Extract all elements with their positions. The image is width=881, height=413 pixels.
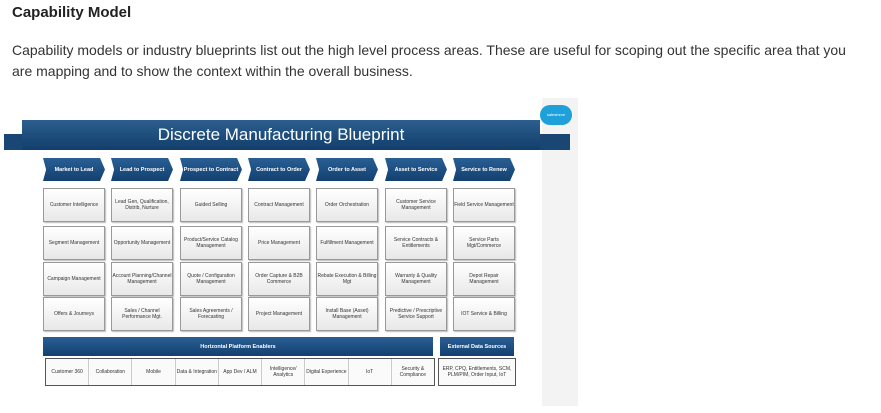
capability-box: Opportunity Management <box>111 226 173 260</box>
capability-box: Sales / Channel Performance Mgt. <box>111 297 173 331</box>
capability-box: Guided Selling <box>180 188 242 222</box>
section-heading: Capability Model <box>12 4 132 21</box>
capability-box: Campaign Management <box>43 262 105 296</box>
capability-box: Field Service Management <box>453 188 515 222</box>
platform-enabler: Mobile <box>132 359 176 385</box>
capability-box: Install Base (Asset) Management <box>316 297 378 331</box>
capability-box: Contract Management <box>248 188 310 222</box>
platform-enabler: Customer 360 <box>46 359 90 385</box>
capability-box: Predictive / Prescriptive Service Suppor… <box>385 297 447 331</box>
capability-box: Segment Management <box>43 226 105 260</box>
process-stage: Contract to Order <box>248 158 310 181</box>
external-data-sources: ERP, CPQ, Entitlements, SCM, PLM/PIM, Or… <box>438 358 516 386</box>
platform-enabler: IoT <box>349 359 392 385</box>
capability-box: Quote / Configuration Management <box>180 262 242 296</box>
process-stage: Service to Renew <box>453 158 515 181</box>
platform-enabler: Collaboration <box>89 359 133 385</box>
capability-box: Sales Agreements / Forecasting <box>180 297 242 331</box>
process-stage: Asset to Service <box>385 158 447 181</box>
capability-box: Offers & Journeys <box>43 297 105 331</box>
salesforce-logo: salesforce <box>540 105 572 125</box>
external-data-header: External Data Sources <box>440 337 514 356</box>
capability-box: Account Planning/Channel Management <box>111 262 173 296</box>
platform-enabler: App Dev / ALM <box>219 359 263 385</box>
capability-box: Customer Service Management <box>385 188 447 222</box>
capability-box: Lead Gen, Qualification, Distrib, Nurtur… <box>111 188 173 222</box>
capability-box: Product/Service Catalog Management <box>180 226 242 260</box>
process-stage: Lead to Prospect <box>111 158 173 181</box>
process-stage: Order to Asset <box>316 158 378 181</box>
capability-box: Service Parts Mgt/Commerce <box>453 226 515 260</box>
platform-enabler: Digital Experience <box>305 359 349 385</box>
platform-enabler: Intelligence/ Analytics <box>262 359 306 385</box>
blueprint-title: Discrete Manufacturing Blueprint <box>22 120 540 150</box>
platform-enabler: Security & Compliance <box>399 366 427 378</box>
capability-box: IOT Service & Billing <box>453 297 515 331</box>
capability-box: Rebate Execution & Billing Mgt <box>316 262 378 296</box>
capability-box: Price Management <box>248 226 310 260</box>
platform-enabler: Data & Integration <box>176 359 219 385</box>
capability-box: Depot Repair Management <box>453 262 515 296</box>
section-description: Capability models or industry blueprints… <box>12 42 846 79</box>
capability-box: Service Contracts & Entitlements <box>385 226 447 260</box>
capability-box: Warranty & Quality Management <box>385 262 447 296</box>
capability-box: Order Orchestration <box>316 188 378 222</box>
capability-box: Project Management <box>248 297 310 331</box>
capability-box: Fulfillment Management <box>316 226 378 260</box>
banner-tail-right <box>536 134 570 150</box>
process-stage: Market to Lead <box>43 158 105 181</box>
capability-box: Customer Intelligence <box>43 188 105 222</box>
capability-box: Order Capture & B2B Commerce <box>248 262 310 296</box>
process-stage: Prospect to Contract <box>180 158 242 181</box>
platform-enablers-header: Horizontal Platform Enablers <box>43 337 433 356</box>
